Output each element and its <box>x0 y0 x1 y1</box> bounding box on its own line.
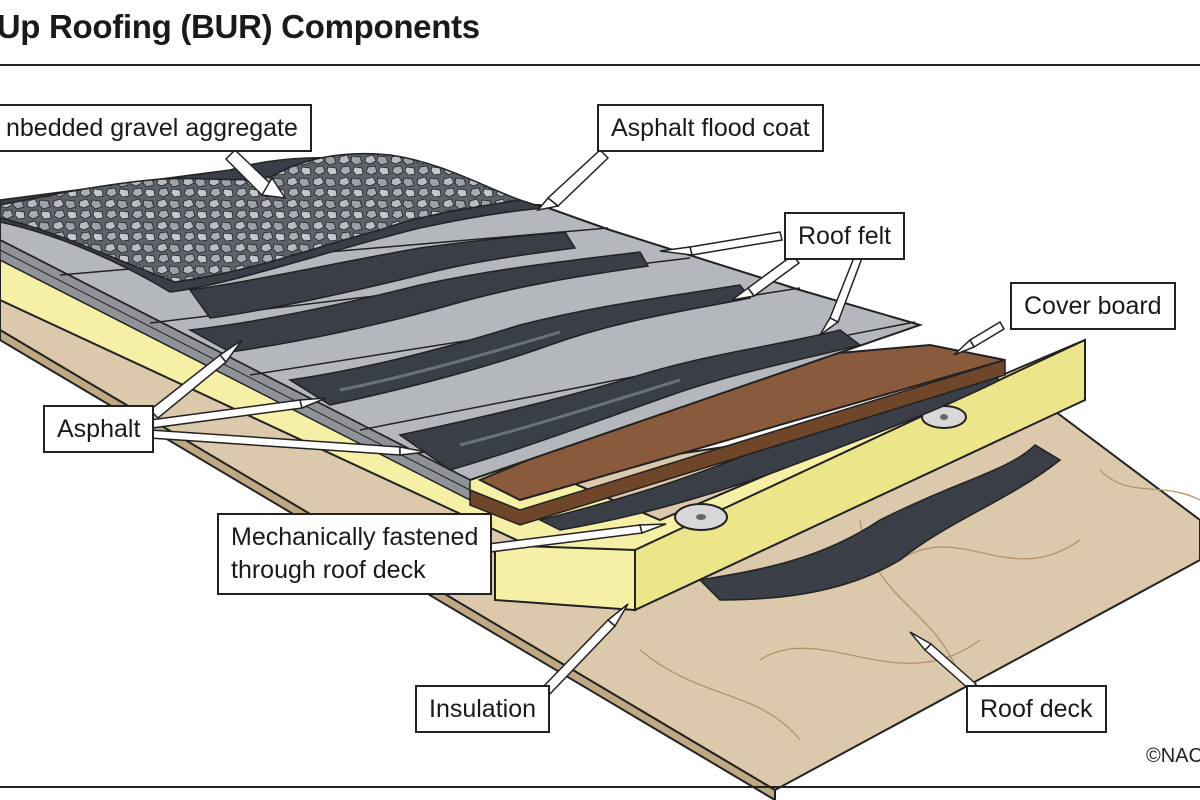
label-fastened-line1: Mechanically fastened <box>231 523 479 551</box>
label-gravel-aggregate: nbedded gravel aggregate <box>0 104 312 152</box>
label-insulation-text: Insulation <box>429 695 537 723</box>
label-flood-coat-text: Asphalt flood coat <box>611 114 810 142</box>
label-roof-deck: Roof deck <box>966 685 1107 733</box>
label-fastened-line2: through roof deck <box>231 556 426 584</box>
gravel-aggregate-layer <box>0 152 546 293</box>
fastener-plates <box>674 405 967 531</box>
copyright-notice: ©NAC <box>1146 745 1200 767</box>
label-insulation: Insulation <box>415 685 551 733</box>
label-asphalt: Asphalt <box>43 405 155 453</box>
label-roof-felt: Roof felt <box>784 212 906 260</box>
bottom-divider <box>0 786 1200 788</box>
title-divider <box>0 64 1200 66</box>
label-cover-board-text: Cover board <box>1024 292 1162 320</box>
asphalt-strips <box>187 231 862 471</box>
label-cover-board: Cover board <box>1010 282 1176 330</box>
label-roof-deck-text: Roof deck <box>980 695 1093 723</box>
asphalt-under-insulation <box>698 444 1062 601</box>
label-asphalt-flood-coat: Asphalt flood coat <box>597 104 824 152</box>
label-asphalt-text: Asphalt <box>57 415 141 443</box>
leader-arrows <box>148 148 1006 697</box>
label-gravel-text: nbedded gravel aggregate <box>6 114 298 142</box>
insulation-layer <box>0 238 1086 612</box>
diagram-title: -Up Roofing (BUR) Components <box>0 8 480 45</box>
label-roof-felt-text: Roof felt <box>798 222 892 250</box>
label-mechanically-fastened: Mechanically fastened through roof deck <box>217 513 493 595</box>
